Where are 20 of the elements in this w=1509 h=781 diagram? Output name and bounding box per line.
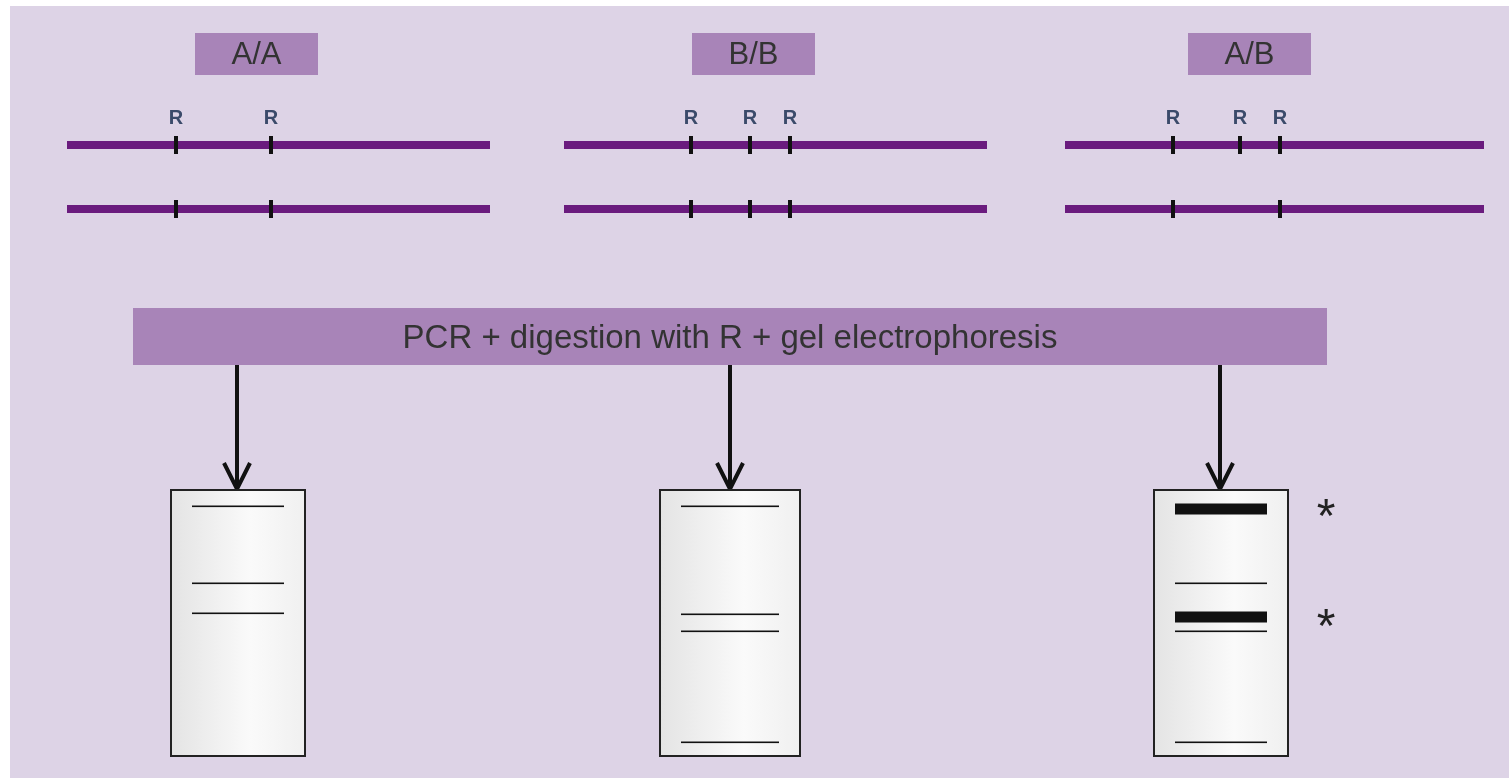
arrow — [222, 365, 252, 491]
genotype-label: B/B — [692, 33, 815, 75]
restriction-site-label: R — [782, 106, 798, 129]
restriction-site-label: R — [168, 106, 184, 129]
restriction-site-label: R — [263, 106, 279, 129]
restriction-site-label: R — [683, 106, 699, 129]
genotype-label: A/A — [195, 33, 318, 75]
restriction-site-label: R — [1272, 106, 1288, 129]
arrow — [1205, 365, 1235, 491]
restriction-site-label: R — [742, 106, 758, 129]
restriction-site-label: R — [1165, 106, 1181, 129]
asterisk-mark: * — [1316, 598, 1336, 653]
arrow — [715, 365, 745, 491]
gel-lane — [170, 489, 306, 757]
gel-lane — [659, 489, 801, 757]
genotype-label: A/B — [1188, 33, 1311, 75]
asterisk-mark: * — [1316, 488, 1336, 543]
gel-lane — [1153, 489, 1289, 757]
process-banner: PCR + digestion with R + gel electrophoresis — [133, 308, 1327, 365]
restriction-site-label: R — [1232, 106, 1248, 129]
